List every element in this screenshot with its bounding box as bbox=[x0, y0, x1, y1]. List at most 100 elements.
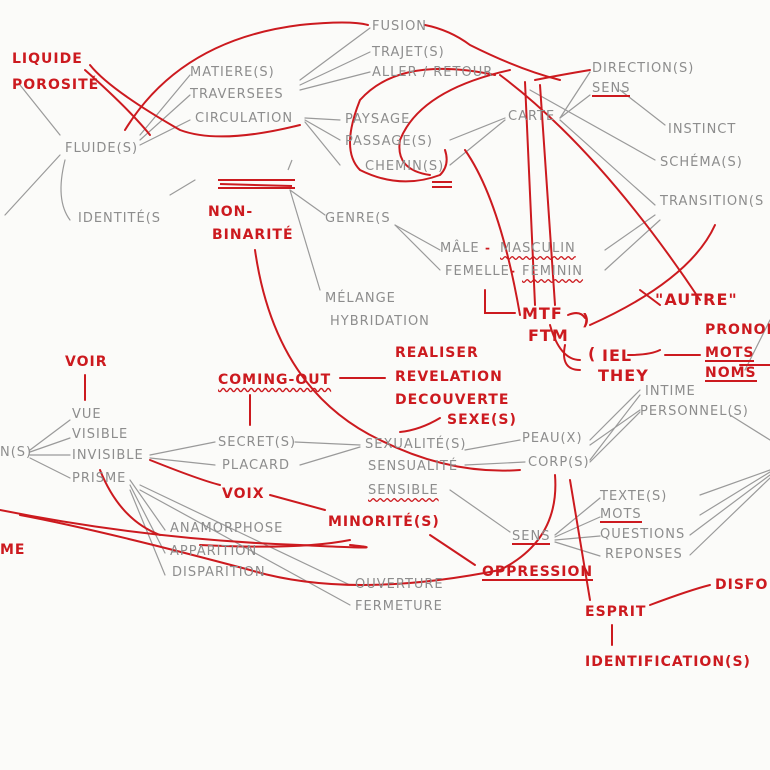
word-non: NON- bbox=[208, 204, 254, 220]
word-questions: QUESTIONS bbox=[600, 527, 686, 542]
word-genres: GENRE(S bbox=[325, 211, 391, 226]
link-grey bbox=[559, 119, 656, 206]
link-grey bbox=[589, 389, 641, 441]
word-sens-mid: SENS bbox=[512, 529, 551, 545]
link-red bbox=[649, 584, 711, 606]
word-sensible: SENSIBLE bbox=[368, 483, 439, 498]
link-grey bbox=[559, 71, 591, 119]
link-grey bbox=[304, 121, 341, 166]
link-grey bbox=[129, 479, 166, 531]
link-red bbox=[563, 344, 581, 371]
word-trajets: TRAJET(S) bbox=[372, 45, 445, 60]
word-identifications: IDENTIFICATION(S) bbox=[585, 654, 751, 670]
link-grey bbox=[289, 189, 326, 216]
link-red bbox=[549, 324, 581, 361]
word-they: THEY bbox=[598, 366, 649, 385]
link-red bbox=[464, 149, 521, 316]
word-masculin: MASCULIN bbox=[500, 241, 576, 256]
word-fluides: FLUIDE(S) bbox=[65, 141, 139, 156]
word-mtf: MTF bbox=[522, 304, 563, 323]
word-oppression: OPPRESSION bbox=[482, 564, 594, 581]
word-paysage: PAYSAGE bbox=[345, 112, 411, 127]
word-traversees: TRAVERSEES bbox=[190, 87, 284, 102]
word-carte: CARTE bbox=[508, 109, 556, 124]
link-red bbox=[84, 69, 151, 136]
link-red bbox=[254, 249, 521, 472]
link-grey bbox=[4, 154, 61, 216]
word-chemins: CHEMIN(S) bbox=[365, 159, 445, 174]
link-grey bbox=[149, 441, 216, 456]
word-minorites: MINORITÉ(S) bbox=[328, 514, 440, 530]
link-red bbox=[124, 21, 369, 131]
word-reponses: REPONSES bbox=[605, 547, 683, 562]
link-red bbox=[589, 224, 716, 326]
link-grey bbox=[289, 189, 321, 291]
word-mots-red: MOTS bbox=[705, 345, 755, 362]
link-grey bbox=[699, 471, 770, 516]
link-red bbox=[499, 74, 701, 301]
link-grey bbox=[604, 214, 656, 251]
link-red bbox=[149, 459, 221, 486]
link-grey bbox=[29, 437, 71, 453]
word-fusion: FUSION bbox=[372, 19, 428, 34]
link-grey bbox=[449, 119, 506, 166]
link-grey bbox=[464, 461, 526, 466]
word-sens-top: SENS bbox=[592, 81, 631, 97]
word-apparition: APPARITION bbox=[170, 544, 258, 559]
paren-open: ( bbox=[588, 344, 597, 363]
word-schemas: SCHÉMA(S) bbox=[660, 155, 743, 170]
word-noms: NOMS bbox=[705, 365, 757, 382]
word-ouverture: OUVERTURE bbox=[355, 577, 444, 592]
mark-double-underline bbox=[432, 181, 452, 188]
word-sensualite: SENSUALITÉ bbox=[368, 459, 459, 474]
link-red bbox=[99, 469, 161, 536]
link-grey bbox=[464, 439, 521, 451]
word-passages: PASSAGE(S) bbox=[345, 134, 433, 149]
word-esprit: ESPRIT bbox=[585, 604, 647, 620]
word-intime: INTIME bbox=[645, 384, 696, 399]
link-red bbox=[399, 417, 441, 433]
link-grey bbox=[689, 474, 770, 536]
link-red bbox=[398, 69, 511, 176]
word-circulation: CIRCULATION bbox=[195, 111, 294, 126]
word-decouverte: DECOUVERTE bbox=[395, 392, 510, 408]
link-grey bbox=[60, 159, 71, 221]
link-grey bbox=[29, 457, 71, 479]
word-fermeture: FERMETURE bbox=[355, 599, 443, 614]
mark-grey-tick bbox=[287, 159, 293, 171]
word-porosite: POROSITÉ bbox=[12, 77, 100, 93]
link-red bbox=[539, 84, 556, 306]
link-red bbox=[639, 289, 661, 306]
link-red bbox=[429, 534, 476, 566]
word-transitions: TRANSITION(S bbox=[660, 194, 765, 209]
link-grey bbox=[589, 411, 641, 463]
link-grey bbox=[139, 119, 191, 146]
link-red bbox=[524, 81, 536, 306]
word-prisme: PRISME bbox=[72, 471, 127, 486]
dash-male: - bbox=[485, 241, 491, 255]
link-grey bbox=[554, 541, 601, 557]
paren-close: ) bbox=[582, 310, 591, 329]
word-vue: VUE bbox=[72, 407, 102, 422]
word-n-s: N(S) bbox=[0, 445, 33, 460]
link-red bbox=[534, 69, 591, 81]
word-directions: DIRECTION(S) bbox=[592, 61, 695, 76]
word-personnels: PERSONNEL(S) bbox=[640, 404, 749, 419]
word-hybridation: HYBRIDATION bbox=[330, 314, 430, 329]
word-melange: MÉLANGE bbox=[325, 291, 396, 306]
link-grey bbox=[294, 441, 361, 446]
link-grey bbox=[394, 224, 441, 251]
link-red bbox=[0, 509, 368, 549]
link-grey bbox=[449, 117, 506, 141]
link-grey bbox=[554, 497, 601, 536]
word-instinct: INSTINCT bbox=[668, 122, 737, 137]
word-liquide: LIQUIDE bbox=[12, 51, 83, 67]
link-grey bbox=[394, 224, 441, 271]
word-placard: PLACARD bbox=[222, 458, 291, 473]
word-aller-retour: ALLER / RETOUR bbox=[372, 65, 494, 80]
link-grey bbox=[299, 51, 371, 86]
word-autre: "AUTRE" bbox=[655, 290, 738, 309]
link-grey bbox=[729, 414, 770, 441]
link-grey bbox=[149, 457, 216, 466]
